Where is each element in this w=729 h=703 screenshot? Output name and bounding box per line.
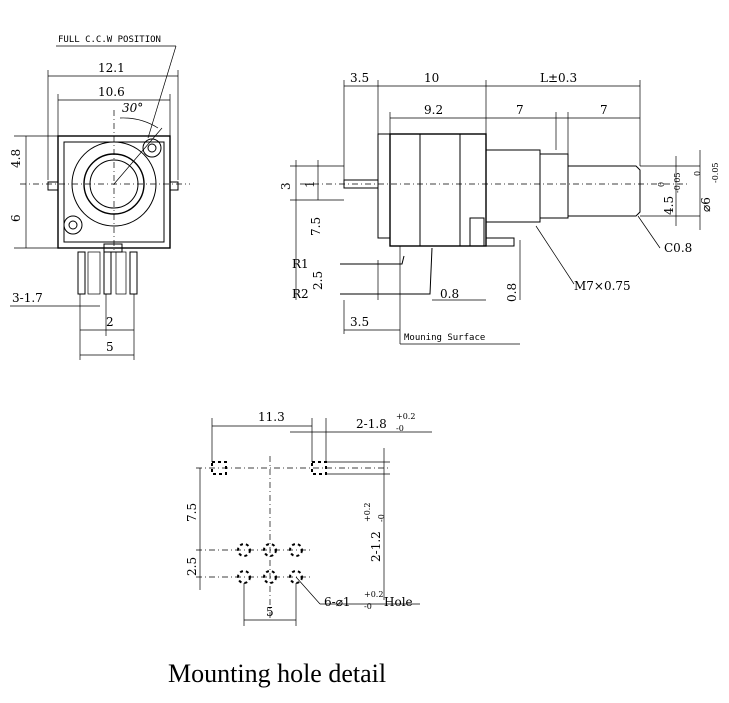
side-label-r1: R1 <box>292 257 309 271</box>
front-pin-2 <box>103 251 112 295</box>
thread-leader <box>535 225 575 285</box>
hole-2 <box>263 543 277 557</box>
hd-hole-main: 6-⌀1 <box>324 595 351 609</box>
hole-6 <box>289 570 303 584</box>
hd-hole-leader <box>295 576 321 605</box>
side-bushing <box>485 149 541 223</box>
side-dim-0-8a: 0.8 <box>440 287 459 301</box>
side-shaft-round <box>539 153 569 219</box>
dim-30-deg: 30° <box>122 101 143 115</box>
hd-slot-h-tol-top: +0.2 <box>363 503 372 522</box>
dim-10-6: 10.6 <box>98 85 125 99</box>
front-hole-top-inner <box>147 143 157 153</box>
shaft-flat-main: 4.5 <box>662 196 676 215</box>
callout-text: FULL C.C.W POSITION <box>58 35 161 45</box>
side-body <box>389 133 487 247</box>
shaft-dia-tol-bot: -0.05 <box>711 162 720 183</box>
side-dim-2-5: 2.5 <box>311 271 325 290</box>
front-hole-bottom-inner <box>68 220 78 230</box>
front-right-tab <box>169 181 179 191</box>
dim-4-8: 4.8 <box>9 149 23 168</box>
hd-dim-2-5: 2.5 <box>185 557 199 576</box>
shaft-flat-tol-bot: -0.05 <box>673 172 682 193</box>
chamfer-leader <box>637 215 661 249</box>
side-bottom-tab <box>469 217 485 247</box>
hd-slot-w-main: 2-1.8 <box>356 417 387 431</box>
side-dim-9-2: 9.2 <box>424 103 443 117</box>
hd-slot-w-tol-bot: -0 <box>396 424 404 433</box>
hd-hole-tol-bot: -0 <box>364 602 372 611</box>
hole-1 <box>237 543 251 557</box>
dim-12-1: 12.1 <box>98 61 125 75</box>
side-mounting-surface: Mouning Surface <box>404 333 485 343</box>
side-dim-0-8b: 0.8 <box>505 283 519 302</box>
side-dim-3: 3 <box>279 182 293 190</box>
side-view: 3.5 10 L±0.3 9.2 7 7 3 1 7.5 R1 R2 2.5 0… <box>279 71 720 345</box>
side-dim-7-5: 7.5 <box>309 217 323 236</box>
shaft-dia-tol-top: 0 <box>693 171 702 176</box>
hd-slot-w-tol-top: +0.2 <box>396 412 415 421</box>
side-thread: M7×0.75 <box>574 279 631 293</box>
dim-6: 6 <box>9 214 23 222</box>
hd-caption: Mounting hole detail <box>168 659 386 688</box>
hole-5 <box>263 570 277 584</box>
side-chamfer: C0.8 <box>664 241 692 255</box>
side-dim-7a: 7 <box>516 103 524 117</box>
hd-slot-h-tol-bot: -0 <box>377 514 386 522</box>
side-pin-r2 <box>340 247 433 295</box>
front-pin-shadow-1 <box>87 251 101 295</box>
callout-leader <box>147 45 177 139</box>
front-angle-line <box>113 127 163 185</box>
hd-hole-suffix: Hole <box>384 595 413 609</box>
front-hole-bottom <box>63 215 83 235</box>
side-dim-10: 10 <box>424 71 439 85</box>
side-dim-3-5-top: 3.5 <box>350 71 369 85</box>
dim-5: 5 <box>106 340 114 354</box>
front-view: FULL C.C.W POSITION 12.1 10.6 30° 4.8 6 … <box>9 35 190 360</box>
hd-slot-h-main: 2-1.2 <box>369 531 383 562</box>
side-bottom-foot <box>485 237 515 247</box>
shaft-flat-tol-top: 0 <box>657 182 666 187</box>
front-pin-1 <box>77 251 86 295</box>
side-terminal-plate <box>377 133 391 239</box>
hd-dim-7-5: 7.5 <box>185 503 199 522</box>
side-pin-r1 <box>340 255 405 265</box>
side-dim-L: L±0.3 <box>540 71 577 85</box>
side-shaft-flat <box>568 165 641 217</box>
hole-detail: 11.3 2-1.8 +0.2 -0 7.5 2.5 2-1.2 +0.2 -0… <box>168 410 432 688</box>
front-angle-arc <box>119 117 159 129</box>
front-pin-shadow-2 <box>115 251 127 295</box>
front-hole-top <box>142 138 162 158</box>
side-dim-3-5-bottom: 3.5 <box>350 315 369 329</box>
hole-3 <box>289 543 303 557</box>
front-bottom-tab <box>103 243 123 253</box>
hd-dim-5: 5 <box>266 605 274 619</box>
hd-dim-11-3: 11.3 <box>258 410 285 424</box>
dim-3-1-7: 3-1.7 <box>12 291 43 305</box>
side-label-r2: R2 <box>292 287 309 301</box>
hd-hole-tol-top: +0.2 <box>364 590 383 599</box>
front-pin-3 <box>129 251 138 295</box>
front-left-tab <box>47 181 59 191</box>
hole-4 <box>237 570 251 584</box>
side-dim-1: 1 <box>303 180 317 188</box>
shaft-dia-main: ⌀6 <box>699 197 713 212</box>
side-dim-7b: 7 <box>600 103 608 117</box>
dim-2: 2 <box>106 315 114 329</box>
